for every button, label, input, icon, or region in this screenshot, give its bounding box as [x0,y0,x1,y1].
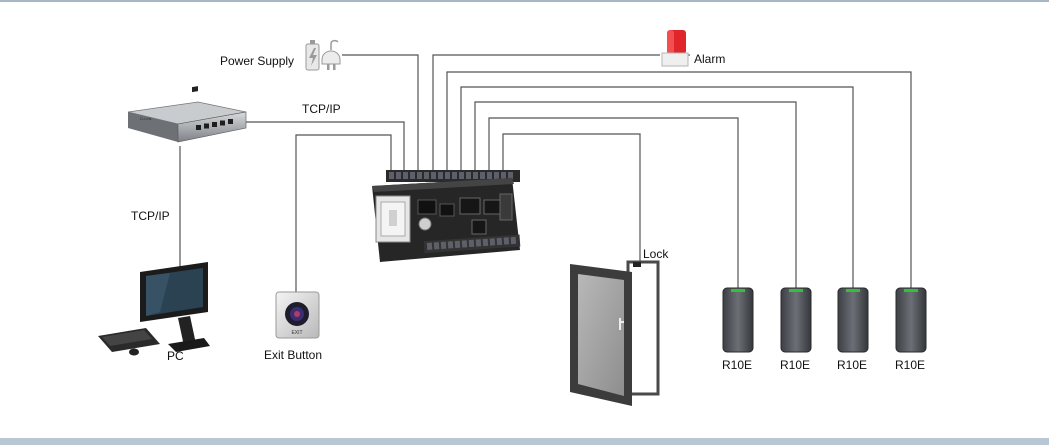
card-reader-3: R10E [837,287,869,372]
card-reader-icon [722,287,754,353]
alarm-label: Alarm [694,52,725,66]
reader-2-label: R10E [780,358,810,372]
exit-button-label: Exit Button [264,348,322,362]
card-reader-1: R10E [722,287,754,372]
controller-board-icon [372,170,521,262]
power-supply-label: Power Supply [220,54,294,68]
wire-reader-4 [446,71,912,288]
alarm-siren-icon [661,30,689,67]
card-reader-icon [780,287,812,353]
wire-reader-3 [460,86,854,288]
wire-tcpip-controller [238,121,405,175]
exit-plate-text: EXIT [291,330,302,336]
tcpip-controller-label: TCP/IP [302,102,341,116]
card-reader-4: R10E [895,287,927,372]
wires [179,54,912,292]
keyboard-icon [98,328,160,352]
mouse-icon [129,348,139,356]
top-border [0,0,1049,2]
wire-reader-1 [488,117,739,288]
reader-3-label: R10E [837,358,867,372]
pc-monitor-icon [140,262,210,352]
tcpip-pc-label: TCP/IP [131,209,170,223]
exit-button-icon: EXIT [275,291,320,339]
wire-reader-2 [474,101,797,288]
pc-label: PC [167,349,184,363]
router-icon: D-Link [127,86,247,143]
wire-exit-button [295,134,392,292]
card-reader-icon [895,287,927,353]
power-supply-icon [305,39,341,71]
card-reader-icon [837,287,869,353]
wire-alarm-a [432,54,660,175]
reader-4-label: R10E [895,358,925,372]
wire-power-supply [342,54,419,175]
lock-label: Lock [643,247,669,261]
card-reader-2: R10E [780,287,812,372]
reader-1-label: R10E [722,358,752,372]
wire-lock [502,133,641,262]
svg-text:D-Link: D-Link [140,116,152,121]
bottom-border [0,438,1049,445]
door-icon [570,260,660,406]
